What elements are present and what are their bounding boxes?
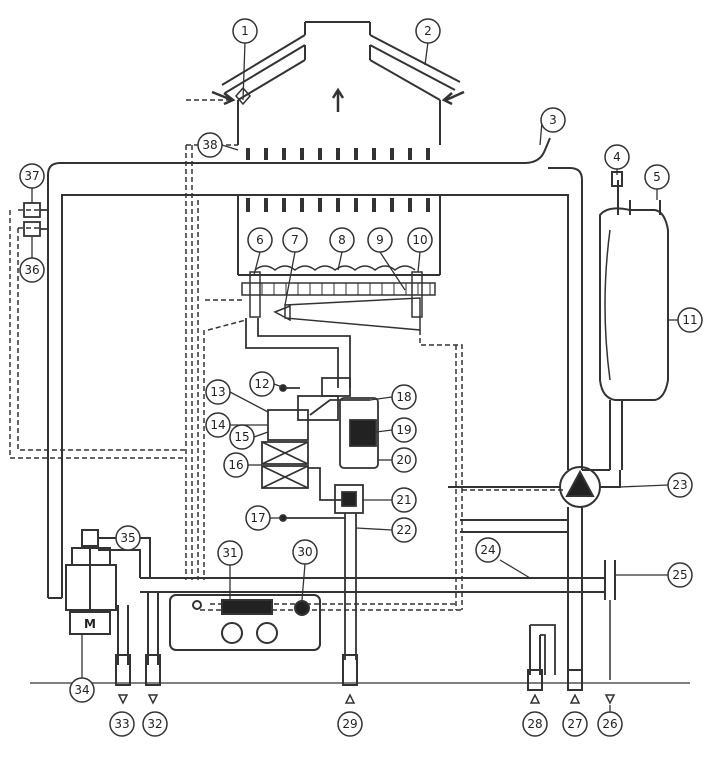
callout-35-label: 35 xyxy=(120,531,135,545)
callout-30: 30 xyxy=(292,539,318,601)
callout-12-label: 12 xyxy=(254,377,269,391)
callout-4: 4 xyxy=(604,144,630,175)
motor-label: M xyxy=(84,617,96,631)
callout-8-label: 8 xyxy=(338,233,346,247)
flue-hood xyxy=(221,21,461,145)
callout-36-label: 36 xyxy=(24,263,39,277)
callout-31: 31 xyxy=(217,540,243,600)
callouts: 1 2 3 4 5 6 7 xyxy=(19,18,703,737)
callout-1-label: 1 xyxy=(241,24,249,38)
callout-29: 29 xyxy=(337,711,363,737)
callout-33-label: 33 xyxy=(114,717,129,731)
callout-33: 33 xyxy=(109,711,135,737)
wiring-dashed xyxy=(9,99,565,611)
callout-23: 23 xyxy=(619,472,693,498)
callout-10-label: 10 xyxy=(412,233,427,247)
pump[interactable] xyxy=(448,466,621,675)
callout-20-label: 20 xyxy=(396,453,411,467)
callout-6: 6 xyxy=(247,227,273,276)
callout-38: 38 xyxy=(197,132,239,158)
callout-15: 15 xyxy=(229,424,269,450)
callout-22-label: 22 xyxy=(396,523,411,537)
air-intake-icon xyxy=(235,86,251,106)
callout-18-label: 18 xyxy=(396,390,411,404)
callout-30-label: 30 xyxy=(297,545,312,559)
callout-9-label: 9 xyxy=(376,233,384,247)
drawing xyxy=(9,21,690,705)
callout-21: 21 xyxy=(363,487,417,513)
callout-23-label: 23 xyxy=(672,478,687,492)
combustion-chamber xyxy=(237,195,441,331)
callout-15-label: 15 xyxy=(234,430,249,444)
callout-13: 13 xyxy=(205,379,269,413)
callout-19-label: 19 xyxy=(396,423,411,437)
callout-13-label: 13 xyxy=(210,385,225,399)
callout-5: 5 xyxy=(644,164,670,200)
callout-19: 19 xyxy=(375,417,417,443)
callout-17: 17 xyxy=(245,505,283,531)
callout-32-label: 32 xyxy=(147,717,162,731)
callout-3-label: 3 xyxy=(549,113,557,127)
connection-stubs xyxy=(30,654,690,705)
callout-34-label: 34 xyxy=(74,683,89,697)
callout-38-label: 38 xyxy=(202,138,217,152)
callout-16-label: 16 xyxy=(228,458,243,472)
callout-2: 2 xyxy=(415,18,441,66)
lower-pipes xyxy=(140,519,616,680)
callout-27-label: 27 xyxy=(567,717,582,731)
callout-7: 7 xyxy=(282,227,308,306)
callout-28: 28 xyxy=(522,711,548,737)
callout-20: 20 xyxy=(378,447,417,473)
callout-32: 32 xyxy=(142,711,168,737)
callout-8: 8 xyxy=(329,227,355,271)
callout-10: 10 xyxy=(407,227,433,273)
gas-valve[interactable] xyxy=(245,318,379,660)
callout-17-label: 17 xyxy=(250,511,265,525)
callout-24-label: 24 xyxy=(480,543,495,557)
callout-6-label: 6 xyxy=(256,233,264,247)
callout-16: 16 xyxy=(223,452,262,478)
callout-1: 1 xyxy=(232,18,258,101)
callout-22: 22 xyxy=(355,517,417,543)
callout-14: 14 xyxy=(205,412,268,438)
callout-3: 3 xyxy=(539,107,566,146)
callout-36: 36 xyxy=(19,236,45,283)
callout-35: 35 xyxy=(98,525,141,551)
left-sensors xyxy=(23,202,48,237)
callout-7-label: 7 xyxy=(291,233,299,247)
diverter-valve[interactable] xyxy=(65,529,159,665)
callout-37-label: 37 xyxy=(24,169,39,183)
callout-29-label: 29 xyxy=(342,717,357,731)
casing-loop xyxy=(47,137,583,599)
callout-34: 34 xyxy=(69,634,95,703)
callout-11: 11 xyxy=(668,307,703,333)
callout-2-label: 2 xyxy=(424,24,432,38)
callout-11-label: 11 xyxy=(682,313,697,327)
callout-4-label: 4 xyxy=(613,150,621,164)
callout-27: 27 xyxy=(562,711,588,737)
callout-24: 24 xyxy=(475,537,531,579)
exchanger-fins-bottom xyxy=(246,198,430,212)
callout-37: 37 xyxy=(19,163,45,203)
flue-arrows xyxy=(211,87,465,112)
exchanger-fins-top[interactable] xyxy=(246,148,430,160)
callout-26-label: 26 xyxy=(602,717,617,731)
callout-25: 25 xyxy=(615,562,693,588)
callout-18: 18 xyxy=(369,384,417,410)
callout-28-label: 28 xyxy=(527,717,542,731)
callout-25-label: 25 xyxy=(672,568,687,582)
callout-14-label: 14 xyxy=(210,418,225,432)
callout-21-label: 21 xyxy=(396,493,411,507)
callout-5-label: 5 xyxy=(653,170,661,184)
callout-26: 26 xyxy=(597,705,623,737)
callout-9: 9 xyxy=(367,227,406,291)
callout-12: 12 xyxy=(249,371,286,397)
expansion-vessel[interactable] xyxy=(582,171,669,471)
control-panel[interactable] xyxy=(169,594,321,651)
callout-31-label: 31 xyxy=(222,546,237,560)
